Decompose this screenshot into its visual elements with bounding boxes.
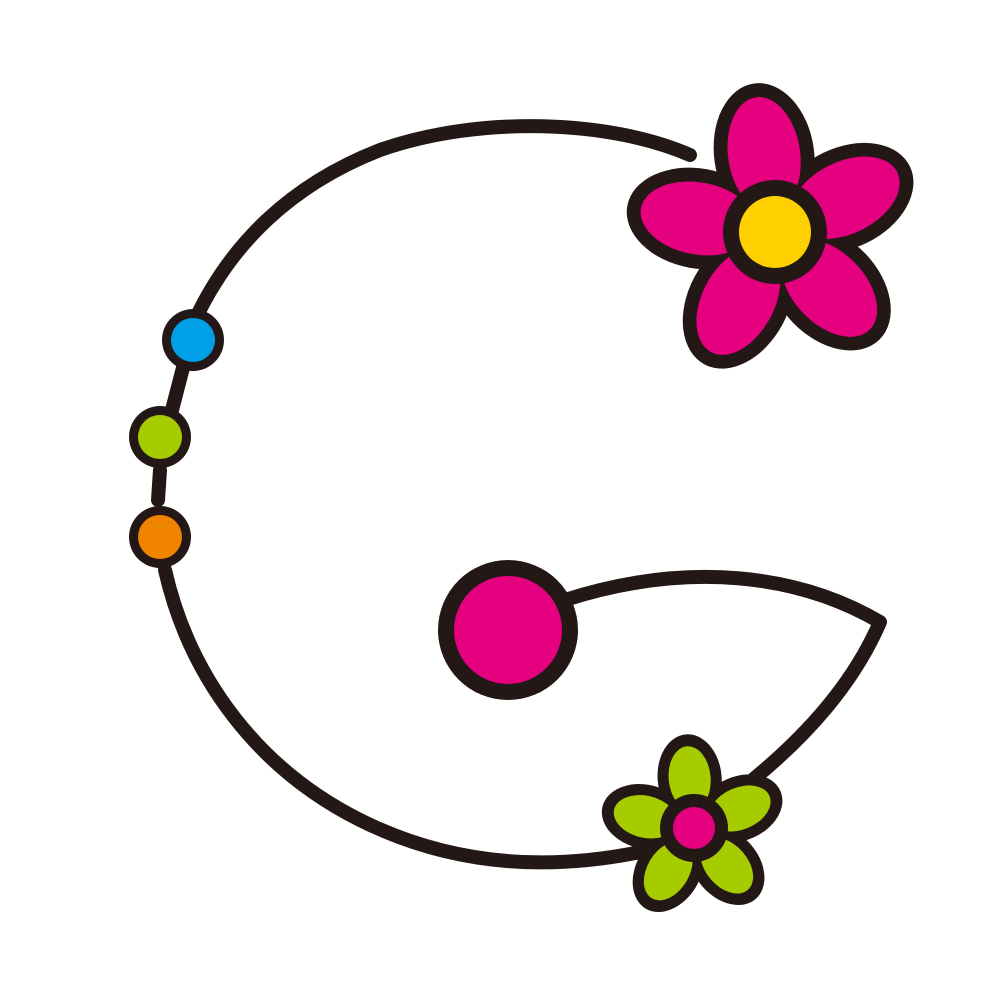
large-pink-flower-icon bbox=[626, 83, 914, 369]
lime-bead-icon bbox=[129, 406, 191, 468]
orange-bead-icon bbox=[129, 506, 191, 568]
letter-g-stroke bbox=[151, 119, 887, 870]
blue-bead-icon bbox=[162, 309, 224, 371]
magenta-ball-icon bbox=[438, 560, 578, 700]
small-lime-flower-icon bbox=[601, 734, 783, 913]
